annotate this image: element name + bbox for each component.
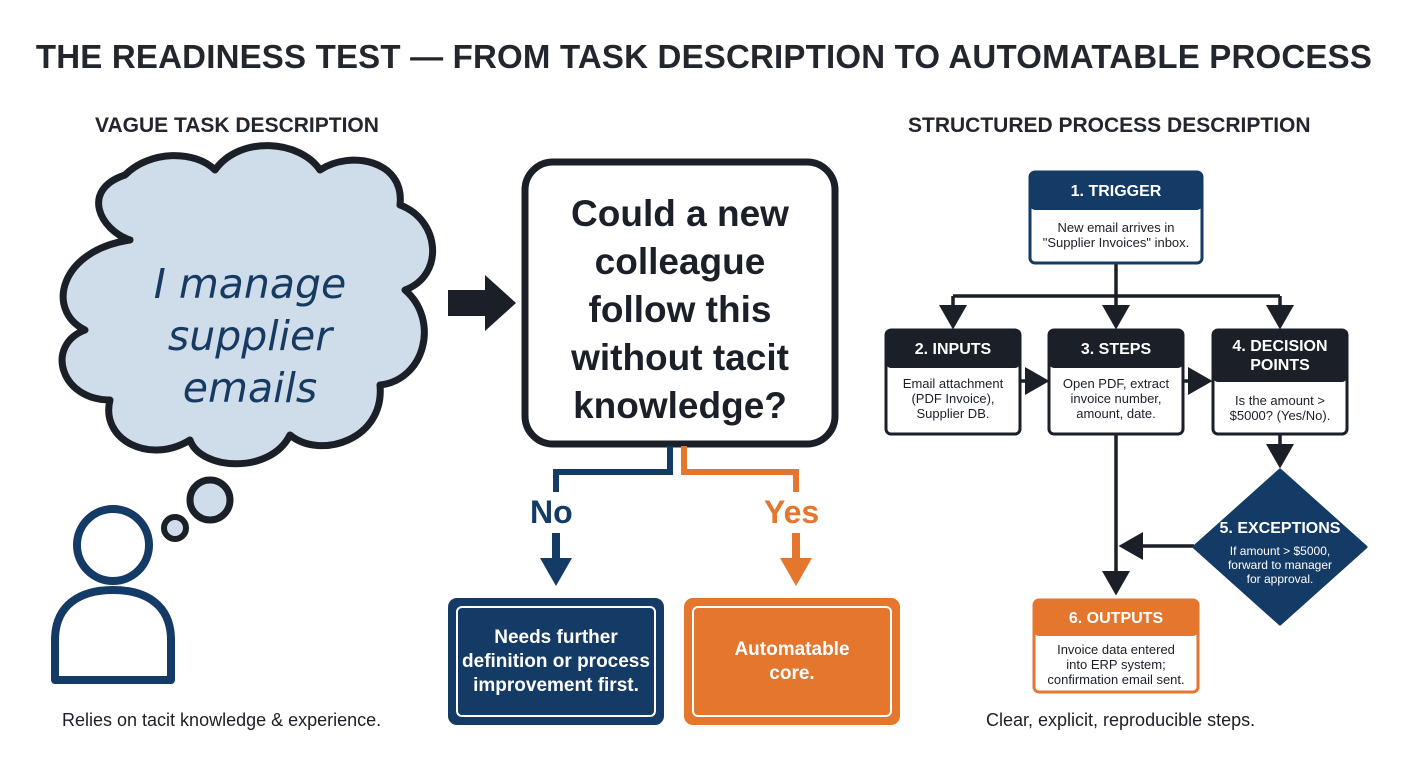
yes-label: Yes: [764, 494, 820, 530]
decisions-title: 4. DECISION POINTS: [1232, 338, 1328, 374]
arrow-right-icon: [448, 275, 516, 331]
flow-connectors: [939, 264, 1294, 596]
yes-outcome-box: [684, 598, 900, 725]
left-heading: VAGUE TASK DESCRIPTION: [95, 114, 379, 137]
person-icon: [51, 505, 175, 684]
thought-cloud-icon: [58, 142, 436, 542]
right-caption: Clear, explicit, reproducible steps.: [986, 710, 1256, 730]
decisions-body: Is the amount > $5000? (Yes/No).: [1229, 393, 1331, 423]
left-caption: Relies on tacit knowledge & experience.: [62, 710, 382, 730]
no-outcome-box: [448, 598, 664, 725]
outputs-title: 6. OUTPUTS: [1068, 609, 1164, 627]
right-heading: STRUCTURED PROCESS DESCRIPTION: [908, 114, 1311, 137]
exceptions-title: 5. EXCEPTIONS: [1219, 520, 1341, 537]
inputs-title: 2. INPUTS: [914, 340, 992, 358]
arrow-down-icon: [780, 533, 812, 586]
trigger-title: 1. TRIGGER: [1070, 182, 1162, 200]
steps-body: Open PDF, extract invoice number, amount…: [1062, 376, 1170, 421]
trigger-body: New email arrives in "Supplier Invoices"…: [1042, 220, 1190, 250]
thought-text: I manage supplier emails: [153, 260, 347, 412]
no-outcome-text: Needs further definition or process impr…: [462, 626, 650, 696]
question-text: Could a new colleague follow this withou…: [571, 193, 789, 426]
yes-outcome-text: Automatable core.: [734, 638, 850, 684]
question-box: [521, 158, 839, 448]
arrow-down-icon: [540, 533, 572, 586]
yes-connector: [681, 446, 799, 492]
inputs-body: Email attachment (PDF Invoice), Supplier…: [902, 376, 1004, 421]
exceptions-body: If amount > $5000, forward to manager fo…: [1227, 544, 1333, 586]
outputs-body: Invoice data entered into ERP system; co…: [1047, 642, 1185, 687]
diagram-title: THE READINESS TEST — FROM TASK DESCRIPTI…: [35, 38, 1373, 75]
no-label: No: [530, 494, 573, 530]
steps-title: 3. STEPS: [1080, 340, 1152, 358]
no-connector: [553, 446, 673, 492]
exceptions-diamond: [1192, 468, 1368, 626]
